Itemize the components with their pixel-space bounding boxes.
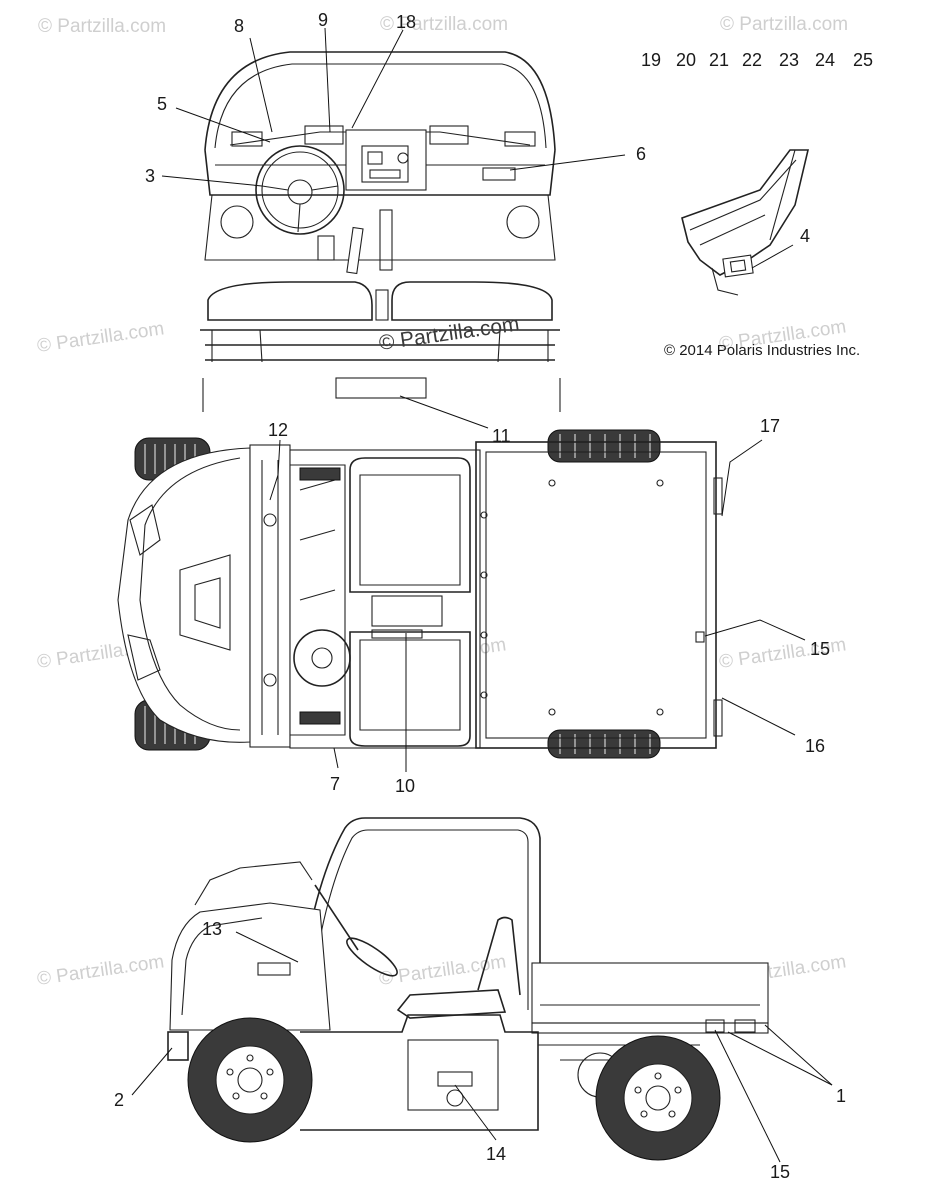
callout-4: 4 xyxy=(800,226,810,246)
index-number: 19 xyxy=(641,50,661,70)
callout-6: 6 xyxy=(636,144,646,164)
side-view xyxy=(167,817,769,1161)
watermark: © Partzilla.com xyxy=(720,14,848,35)
callout-16: 16 xyxy=(805,736,825,756)
callout-8: 8 xyxy=(234,16,244,36)
watermark: © Partzilla.com xyxy=(380,14,508,35)
callout-1: 1 xyxy=(836,1086,846,1106)
watermark: © Partzilla.com xyxy=(36,318,166,357)
index-number: 23 xyxy=(779,50,799,70)
index-number: 20 xyxy=(676,50,696,70)
index-number: 24 xyxy=(815,50,835,70)
callout-15: 15 xyxy=(810,639,830,659)
callout-9: 9 xyxy=(318,10,328,30)
callout-14: 14 xyxy=(486,1144,506,1164)
callout-labels: 8 9 18 5 3 6 4 11 12 17 15 16 7 10 13 2 … xyxy=(114,10,846,1182)
callout-12: 12 xyxy=(268,420,288,440)
callout-10: 10 xyxy=(395,776,415,796)
leader-lines xyxy=(131,27,833,1163)
copyright-notice: © 2014 Polaris Industries Inc. xyxy=(664,342,860,359)
index-numbers: 19 20 21 22 23 24 25 xyxy=(641,50,873,70)
callout-11: 11 xyxy=(492,426,511,446)
index-number: 22 xyxy=(742,50,762,70)
callout-17: 17 xyxy=(760,416,780,436)
callout-2: 2 xyxy=(114,1090,124,1110)
index-number: 25 xyxy=(853,50,873,70)
callout-13: 13 xyxy=(202,919,222,939)
index-number: 21 xyxy=(709,50,729,70)
callout-7: 7 xyxy=(330,774,340,794)
hitch-detail xyxy=(681,149,810,296)
watermark: © Partzilla.com xyxy=(38,16,166,37)
front-view: © Partzilla.com xyxy=(200,51,561,412)
top-view xyxy=(117,429,723,759)
callout-15: 15 xyxy=(770,1162,790,1182)
callout-3: 3 xyxy=(145,166,155,186)
callout-5: 5 xyxy=(157,94,167,114)
watermark: © Partzilla.com xyxy=(36,951,166,990)
callout-18: 18 xyxy=(396,12,416,32)
